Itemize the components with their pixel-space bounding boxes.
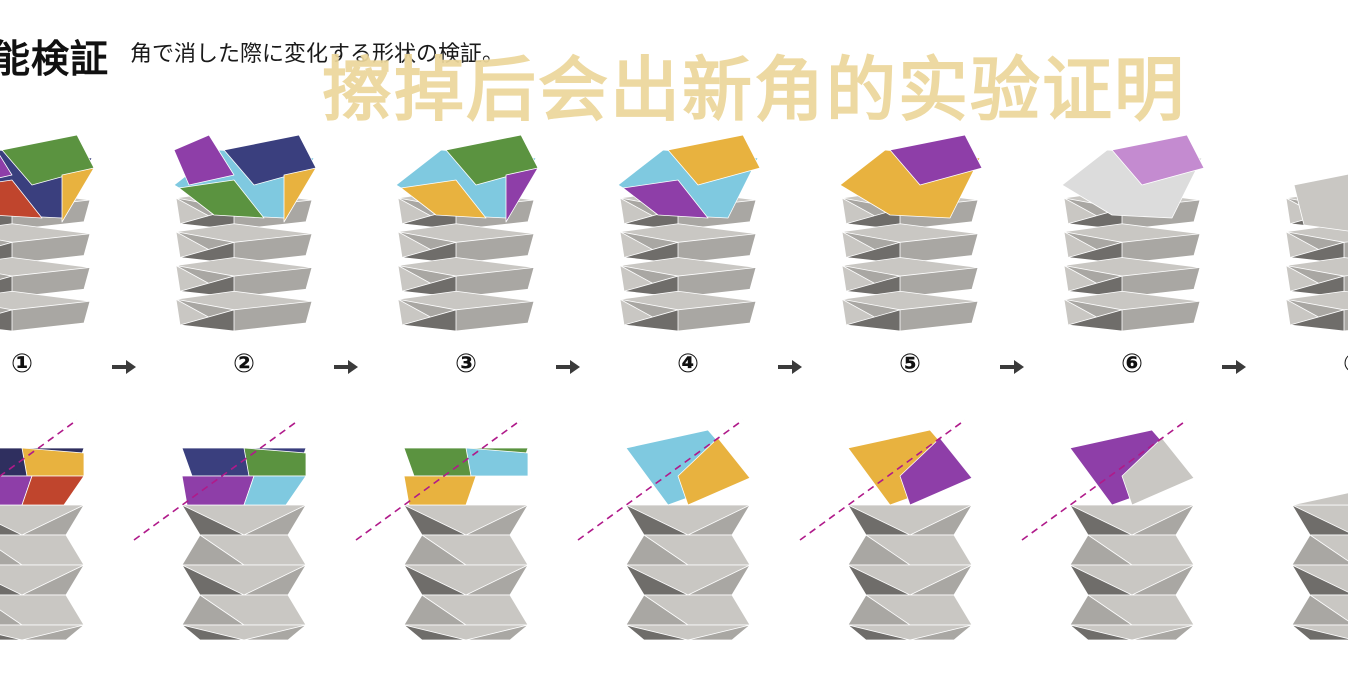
zigzag-shadow	[0, 583, 23, 596]
top-face	[0, 179, 43, 219]
zigzag-facet	[465, 624, 529, 641]
arrow-right-icon	[556, 360, 580, 374]
zigzag-facet	[0, 549, 23, 566]
zigzag-facet	[21, 624, 85, 641]
top-face	[173, 134, 235, 186]
cut-line	[577, 419, 744, 541]
page-subheading: 角で消した際に変化する形状の検証。	[130, 42, 505, 67]
lower-top-face	[899, 437, 973, 506]
tower-shadow	[401, 241, 457, 264]
zigzag-shadow	[847, 624, 911, 641]
tower-shadow	[0, 309, 13, 332]
tower-shadow	[1067, 309, 1123, 332]
step-3: ③	[355, 134, 580, 641]
page-heading: 能検証	[0, 37, 110, 81]
tower-shadow	[623, 275, 679, 298]
lower-top-face	[1291, 492, 1348, 506]
zigzag-facet	[0, 609, 23, 626]
lower-top-face	[1121, 437, 1195, 506]
lower-top-face	[403, 475, 477, 506]
tower-shadow	[1067, 241, 1123, 264]
zigzag-facet	[909, 624, 973, 641]
step-label: ③	[455, 349, 477, 379]
arrow-right-icon	[778, 360, 802, 374]
cut-line	[799, 419, 966, 541]
tower-shadow	[1067, 208, 1123, 231]
tower-shadow	[845, 208, 901, 231]
lower-top-face	[465, 447, 529, 477]
cut-line	[355, 419, 522, 541]
zigzag-facet	[243, 624, 307, 641]
zigzag-shadow	[0, 523, 23, 536]
step-7: ⑦	[1285, 173, 1348, 641]
lower-top-face	[21, 475, 85, 506]
top-face	[61, 167, 95, 223]
zigzag-facet	[687, 624, 751, 641]
lower-top-face	[677, 437, 751, 506]
zigzag-shadow	[1069, 624, 1133, 641]
zigzag-shadow	[403, 624, 467, 641]
tower-shadow	[401, 275, 457, 298]
arrow-right-icon	[334, 360, 358, 374]
tower-shadow	[401, 309, 457, 332]
arrow-right-icon	[1222, 360, 1246, 374]
tower-shadow	[1067, 275, 1123, 298]
cut-line	[1021, 419, 1188, 541]
top-face	[889, 134, 983, 186]
cut-line	[0, 419, 78, 477]
lower-top-face	[243, 475, 307, 506]
lower-top-face	[181, 475, 255, 506]
step-label: ②	[233, 349, 255, 379]
step-label: ⑥	[1121, 349, 1143, 379]
tower-shadow	[845, 241, 901, 264]
overlay-caption: 擦掉后会出新角的实验证明	[322, 49, 1186, 131]
tower-shadow	[179, 309, 235, 332]
step-1: ①	[0, 134, 136, 641]
zigzag-shadow	[1291, 624, 1348, 641]
top-face	[0, 155, 13, 179]
tower-shadow	[623, 241, 679, 264]
tower-shadow	[845, 309, 901, 332]
top-face	[400, 179, 487, 219]
zigzag-shadow	[0, 634, 23, 641]
step-label: ⑦	[1343, 349, 1348, 379]
top-face	[667, 134, 761, 186]
tower-shadow	[845, 275, 901, 298]
cut-line	[133, 419, 300, 541]
top-face	[505, 167, 539, 223]
step-2: ②	[133, 134, 358, 641]
arrow-right-icon	[112, 360, 136, 374]
step-label: ④	[677, 349, 699, 379]
tower-shadow	[1289, 275, 1345, 298]
lower-top-face	[243, 447, 307, 477]
tower-shadow	[179, 275, 235, 298]
step-6: ⑥	[1021, 134, 1246, 641]
zigzag-shadow	[181, 624, 245, 641]
step-5: ⑤	[799, 134, 1024, 641]
step-label: ①	[11, 349, 33, 379]
tower-shadow	[179, 241, 235, 264]
zigzag-facet	[1131, 624, 1195, 641]
top-face	[283, 167, 317, 223]
top-face	[1293, 173, 1348, 232]
top-face	[178, 179, 265, 219]
zigzag-shadow	[625, 624, 689, 641]
tower-shadow	[1289, 309, 1345, 332]
tower-shadow	[1289, 241, 1345, 264]
step-label: ⑤	[899, 349, 921, 379]
tower-shadow	[623, 309, 679, 332]
top-face	[1111, 134, 1205, 186]
step-4: ④	[577, 134, 802, 641]
lower-top-face	[21, 447, 85, 477]
arrow-right-icon	[1000, 360, 1024, 374]
top-face	[622, 179, 709, 219]
